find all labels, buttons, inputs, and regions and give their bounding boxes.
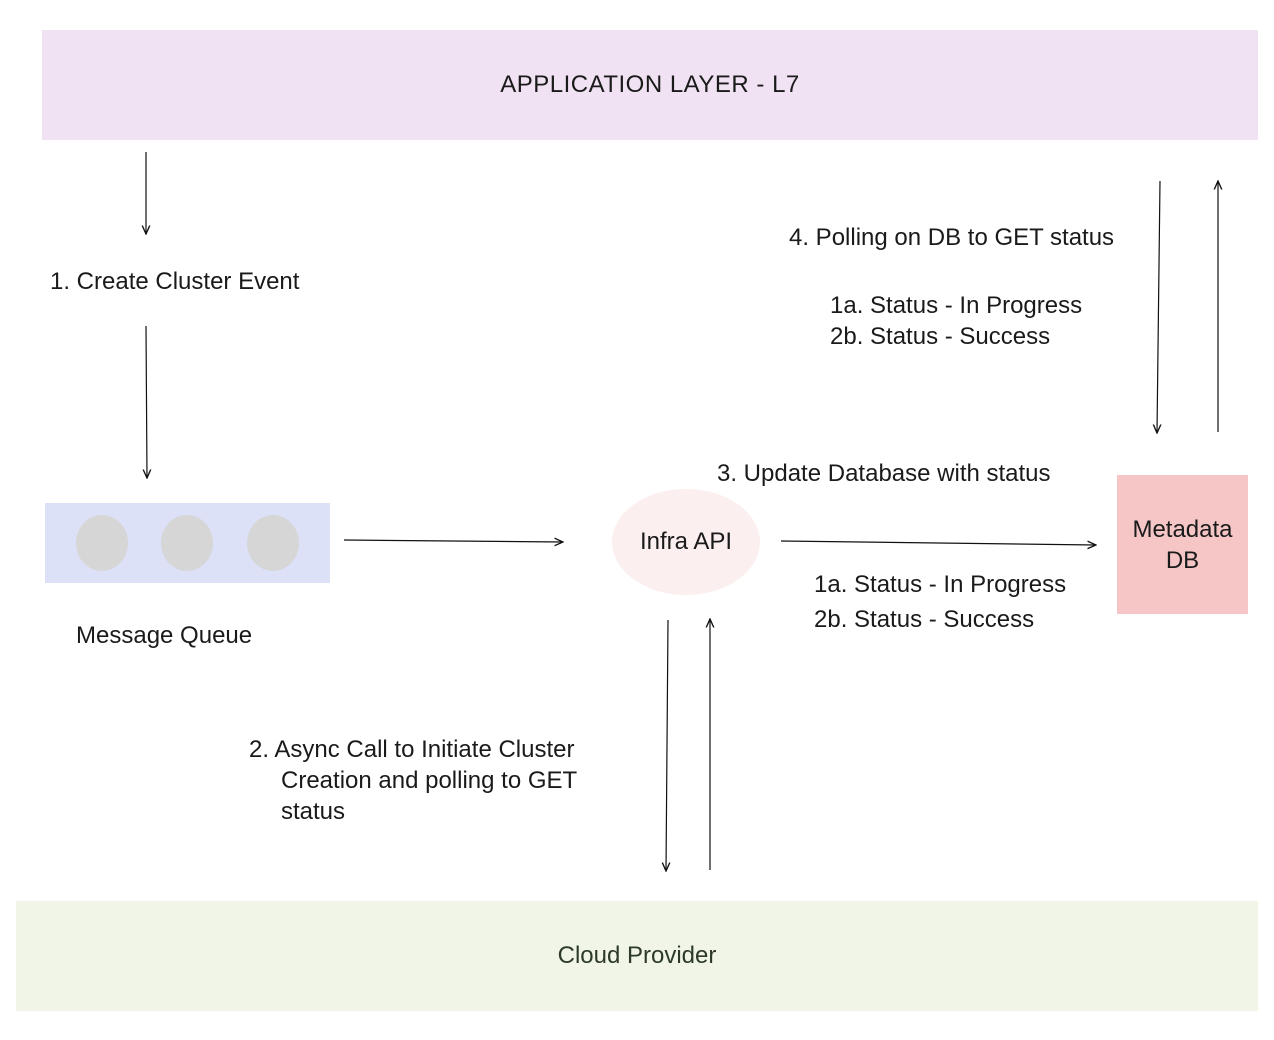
queue-slot: [161, 515, 213, 571]
arrow-app-to-db: [1157, 180, 1160, 433]
infra-api-label: Infra API: [639, 528, 733, 555]
step-async-call-line: 2. Async Call to Initiate Cluster: [249, 736, 575, 763]
metadata-db-box: Metadata DB: [1117, 475, 1248, 614]
queue-slot: [247, 515, 299, 571]
update-status-list: 1a. Status - In Progress 2b. Status - Su…: [814, 569, 1066, 635]
status-item: 2b. Status - Success: [814, 606, 1035, 633]
metadata-db-label-line1: Metadata: [1132, 515, 1233, 543]
status-item: 1a. Status - In Progress: [830, 292, 1083, 319]
arrow-infra-to-cloud: [666, 619, 668, 871]
metadata-db-label-line2: DB: [1165, 546, 1200, 574]
application-layer-label: APPLICATION LAYER - L7: [500, 71, 800, 98]
message-queue-label: Message Queue: [76, 622, 253, 649]
infra-api-node: Infra API: [612, 489, 760, 595]
step-async-call-label: 2. Async Call to Initiate Cluster Creati…: [249, 734, 577, 827]
polling-status-list: 1a. Status - In Progress 2b. Status - Su…: [830, 290, 1082, 352]
status-item: 2b. Status - Success: [830, 323, 1051, 350]
cloud-provider-box: Cloud Provider: [16, 901, 1258, 1011]
step-async-call-line: status: [281, 798, 346, 825]
arrow-event-to-queue: [146, 325, 147, 478]
message-queue-box: [45, 503, 330, 583]
step-polling-label: 4. Polling on DB to GET status: [789, 224, 1115, 251]
step-update-db-label: 3. Update Database with status: [717, 460, 1051, 487]
status-item: 1a. Status - In Progress: [814, 571, 1067, 598]
queue-slot: [76, 515, 128, 571]
arrow-queue-to-infra: [343, 540, 563, 542]
arrow-infra-to-db: [780, 540, 1096, 545]
step-create-cluster-label: 1. Create Cluster Event: [50, 268, 300, 295]
cloud-provider-label: Cloud Provider: [557, 942, 717, 969]
application-layer-box: APPLICATION LAYER - L7: [42, 30, 1258, 140]
step-async-call-line: Creation and polling to GET: [281, 767, 578, 794]
